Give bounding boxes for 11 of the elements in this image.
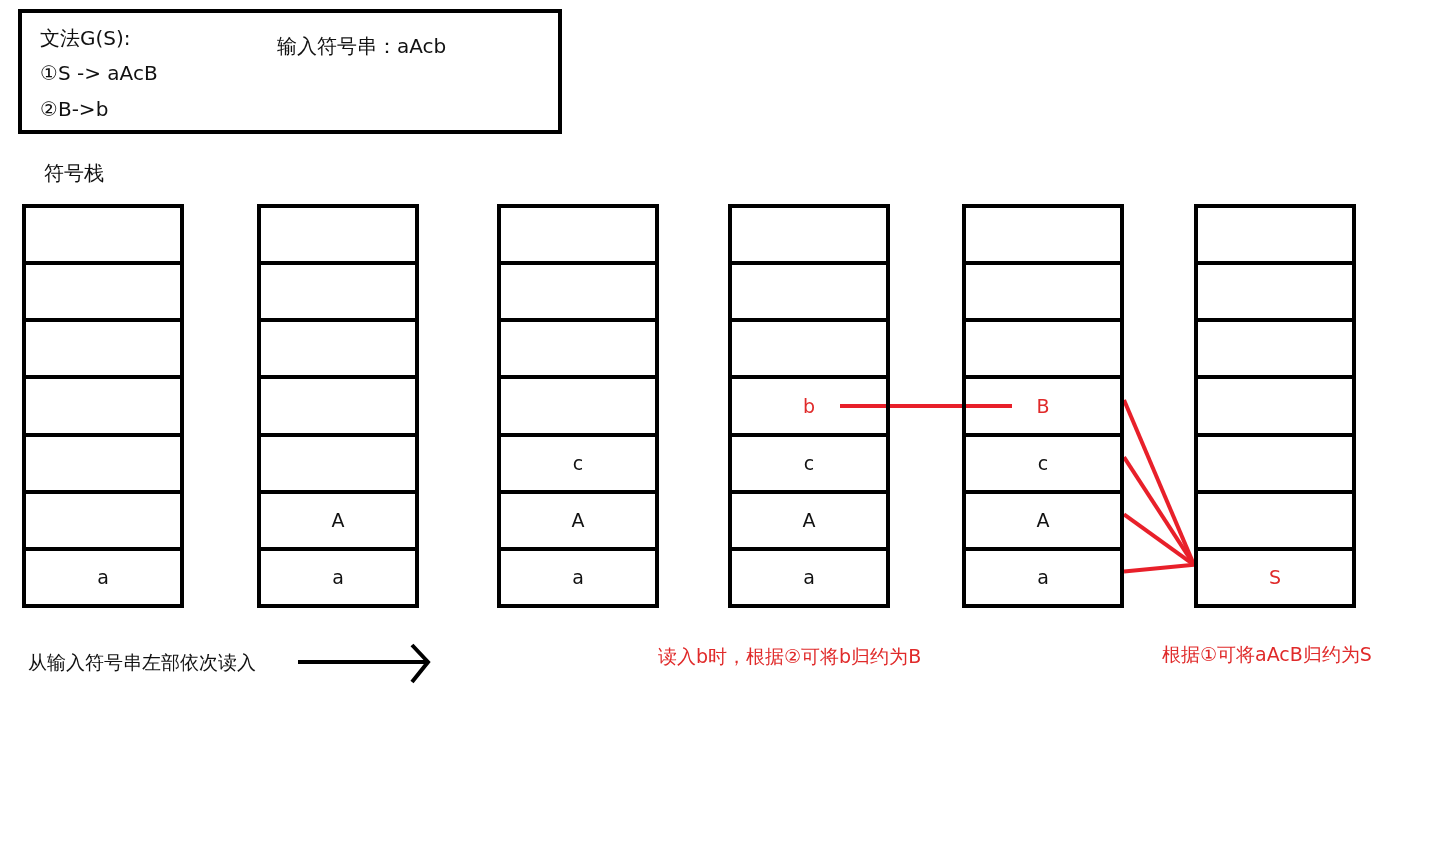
stack-title: 符号栈 <box>44 160 104 187</box>
input-string: 输入符号串：aAcb <box>277 33 447 60</box>
production-rule: ①S -> aAcB <box>40 61 158 85</box>
connector-line <box>840 404 1012 408</box>
grammar-title: 文法G(S): <box>40 25 131 52</box>
production-rule: ②B->b <box>40 97 109 121</box>
direction-note: 从输入符号串左部依次读入 <box>28 650 256 675</box>
reduction-note: 根据①可将aAcB归约为S <box>1162 642 1372 667</box>
grammar-box <box>18 9 562 134</box>
connector-line <box>1123 562 1195 574</box>
reduction-note: 读入b时，根据②可将b归约为B <box>658 644 922 669</box>
